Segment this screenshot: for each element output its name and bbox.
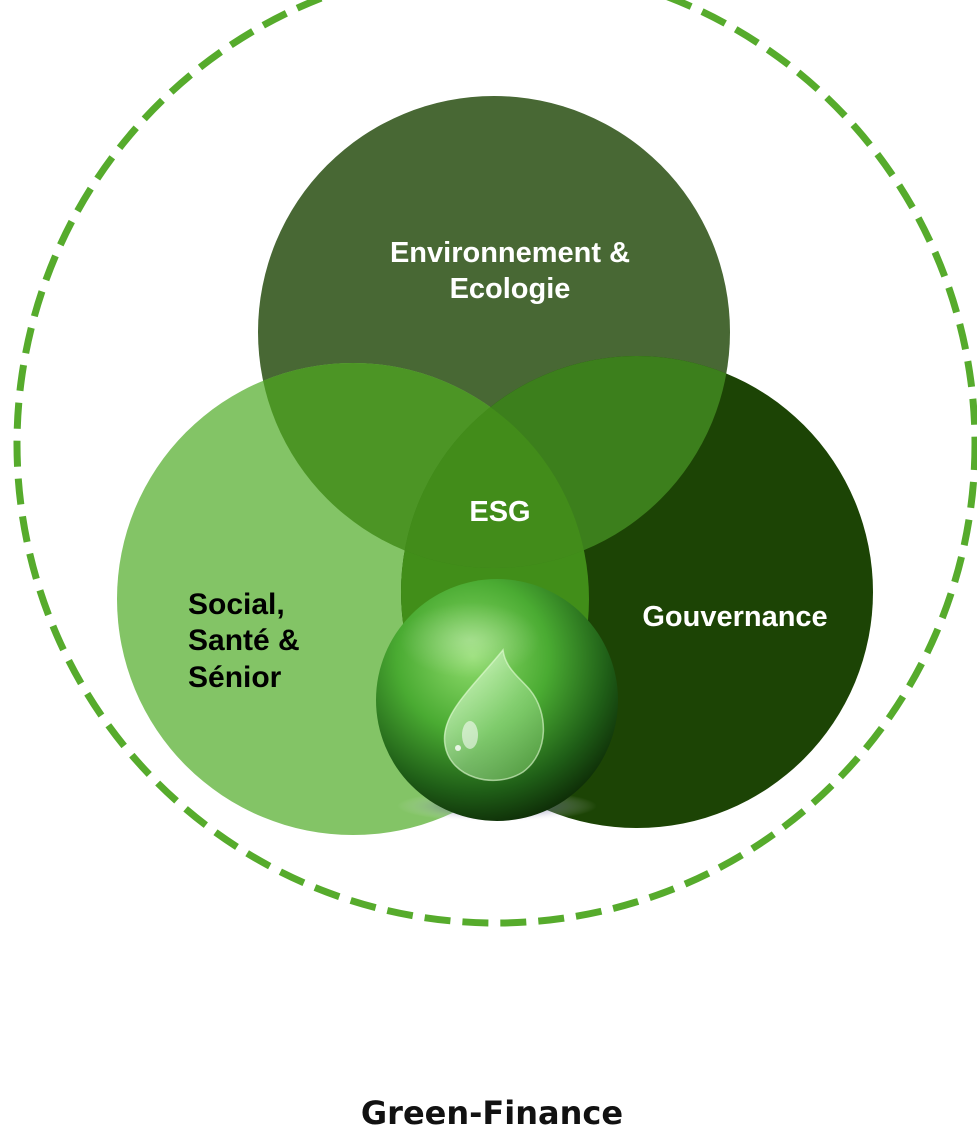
drop-sparkle bbox=[455, 745, 461, 751]
environment-label-line2: Ecologie bbox=[450, 273, 571, 305]
green-finance-logo bbox=[376, 579, 618, 822]
governance-label: Gouvernance bbox=[642, 601, 827, 633]
outer-dashed-ring bbox=[13, 0, 977, 927]
social-label-line2: Santé & bbox=[188, 624, 300, 657]
environment-label-line1: Environnement & bbox=[390, 237, 630, 269]
esg-center-label: ESG bbox=[469, 496, 530, 528]
esg-center-overlap bbox=[401, 363, 589, 568]
green-finance-caption: Green-Finance bbox=[361, 1094, 623, 1132]
social-label-line3: Sénior bbox=[188, 661, 282, 694]
drop-glint bbox=[462, 721, 478, 749]
sphere-highlight bbox=[400, 602, 540, 678]
social-label-line1: Social, bbox=[188, 588, 285, 621]
